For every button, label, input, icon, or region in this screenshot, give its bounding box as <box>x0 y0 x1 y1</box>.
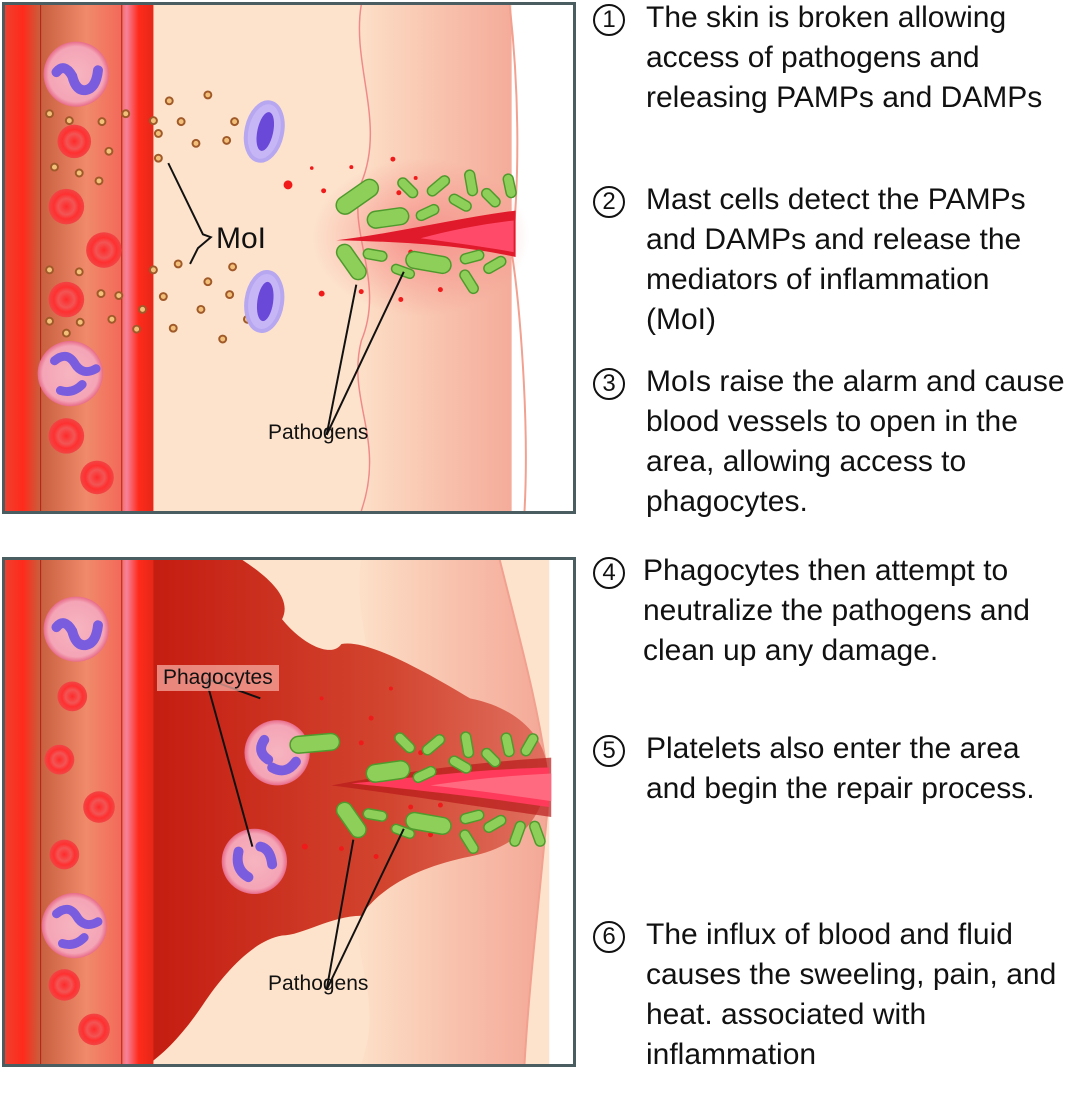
moi-granules <box>45 90 252 344</box>
phagocytes-label: Phagocytes <box>157 665 279 691</box>
red-blood-cells <box>48 124 122 495</box>
moi-label: MoI <box>216 222 267 255</box>
bacteria <box>335 169 517 295</box>
pathogens-label-top: Pathogens <box>268 421 369 444</box>
mast-cells <box>243 100 285 333</box>
illustration-bottom <box>5 560 573 1064</box>
step-number-circle: 1 <box>593 4 625 36</box>
white-blood-cells <box>37 41 109 407</box>
panel-during-inflammation: Phagocytes Pathogens <box>2 557 576 1067</box>
step-number-circle: 4 <box>593 557 625 589</box>
step-text: Mast cells detect the PAMPs and DAMPs an… <box>646 183 1026 336</box>
step-text: Phagocytes then attempt to neutralize th… <box>643 554 1030 667</box>
leader-lines <box>167 162 405 436</box>
step-number-circle: 5 <box>593 735 625 767</box>
phagocytes <box>221 720 310 895</box>
illustration-top <box>5 5 573 511</box>
step-number-circle: 3 <box>593 368 625 400</box>
step-text: MoIs raise the alarm and cause blood ves… <box>646 365 1065 518</box>
step-number-circle: 6 <box>593 921 625 953</box>
step-text: The influx of blood and fluid causes the… <box>646 918 1057 1071</box>
white-blood-cells <box>41 596 109 959</box>
step-text: The skin is broken allowing access of pa… <box>646 1 1043 114</box>
panel-before-inflammation: MoI Pathogens <box>2 2 576 514</box>
step-text: Platelets also enter the area and begin … <box>646 732 1035 805</box>
damp-dots <box>301 686 443 859</box>
pathogens-label-bottom: Pathogens <box>268 972 369 995</box>
red-blood-cells <box>44 681 115 1046</box>
bacteria <box>289 731 546 855</box>
step-number-circle: 2 <box>593 186 625 218</box>
